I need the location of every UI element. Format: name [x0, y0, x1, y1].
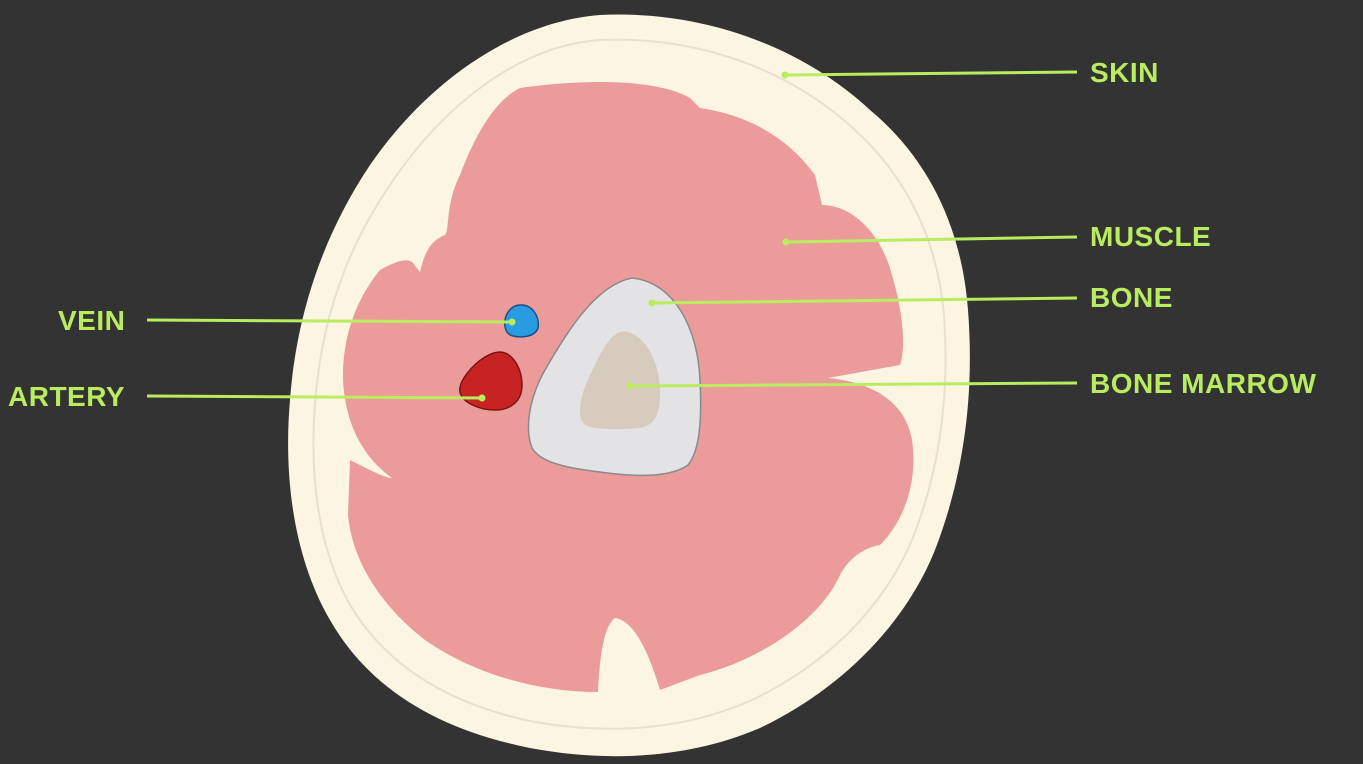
bone-marrow-leader-dot [627, 383, 634, 390]
skin-label: SKIN [1090, 57, 1159, 88]
skin-leader-line [785, 72, 1077, 75]
vein-label: VEIN [58, 305, 125, 336]
bone-marrow-label: BONE MARROW [1090, 368, 1316, 399]
vein-leader-dot [509, 319, 516, 326]
artery-label: ARTERY [8, 381, 125, 412]
muscle-leader-dot [783, 239, 790, 246]
bone-leader-dot [649, 300, 656, 307]
artery-leader-dot [479, 395, 486, 402]
bone-label: BONE [1090, 282, 1173, 313]
artery-leader-line [147, 396, 482, 398]
muscle-label: MUSCLE [1090, 221, 1211, 252]
vein-leader-line [147, 320, 512, 322]
skin-leader-dot [782, 72, 789, 79]
